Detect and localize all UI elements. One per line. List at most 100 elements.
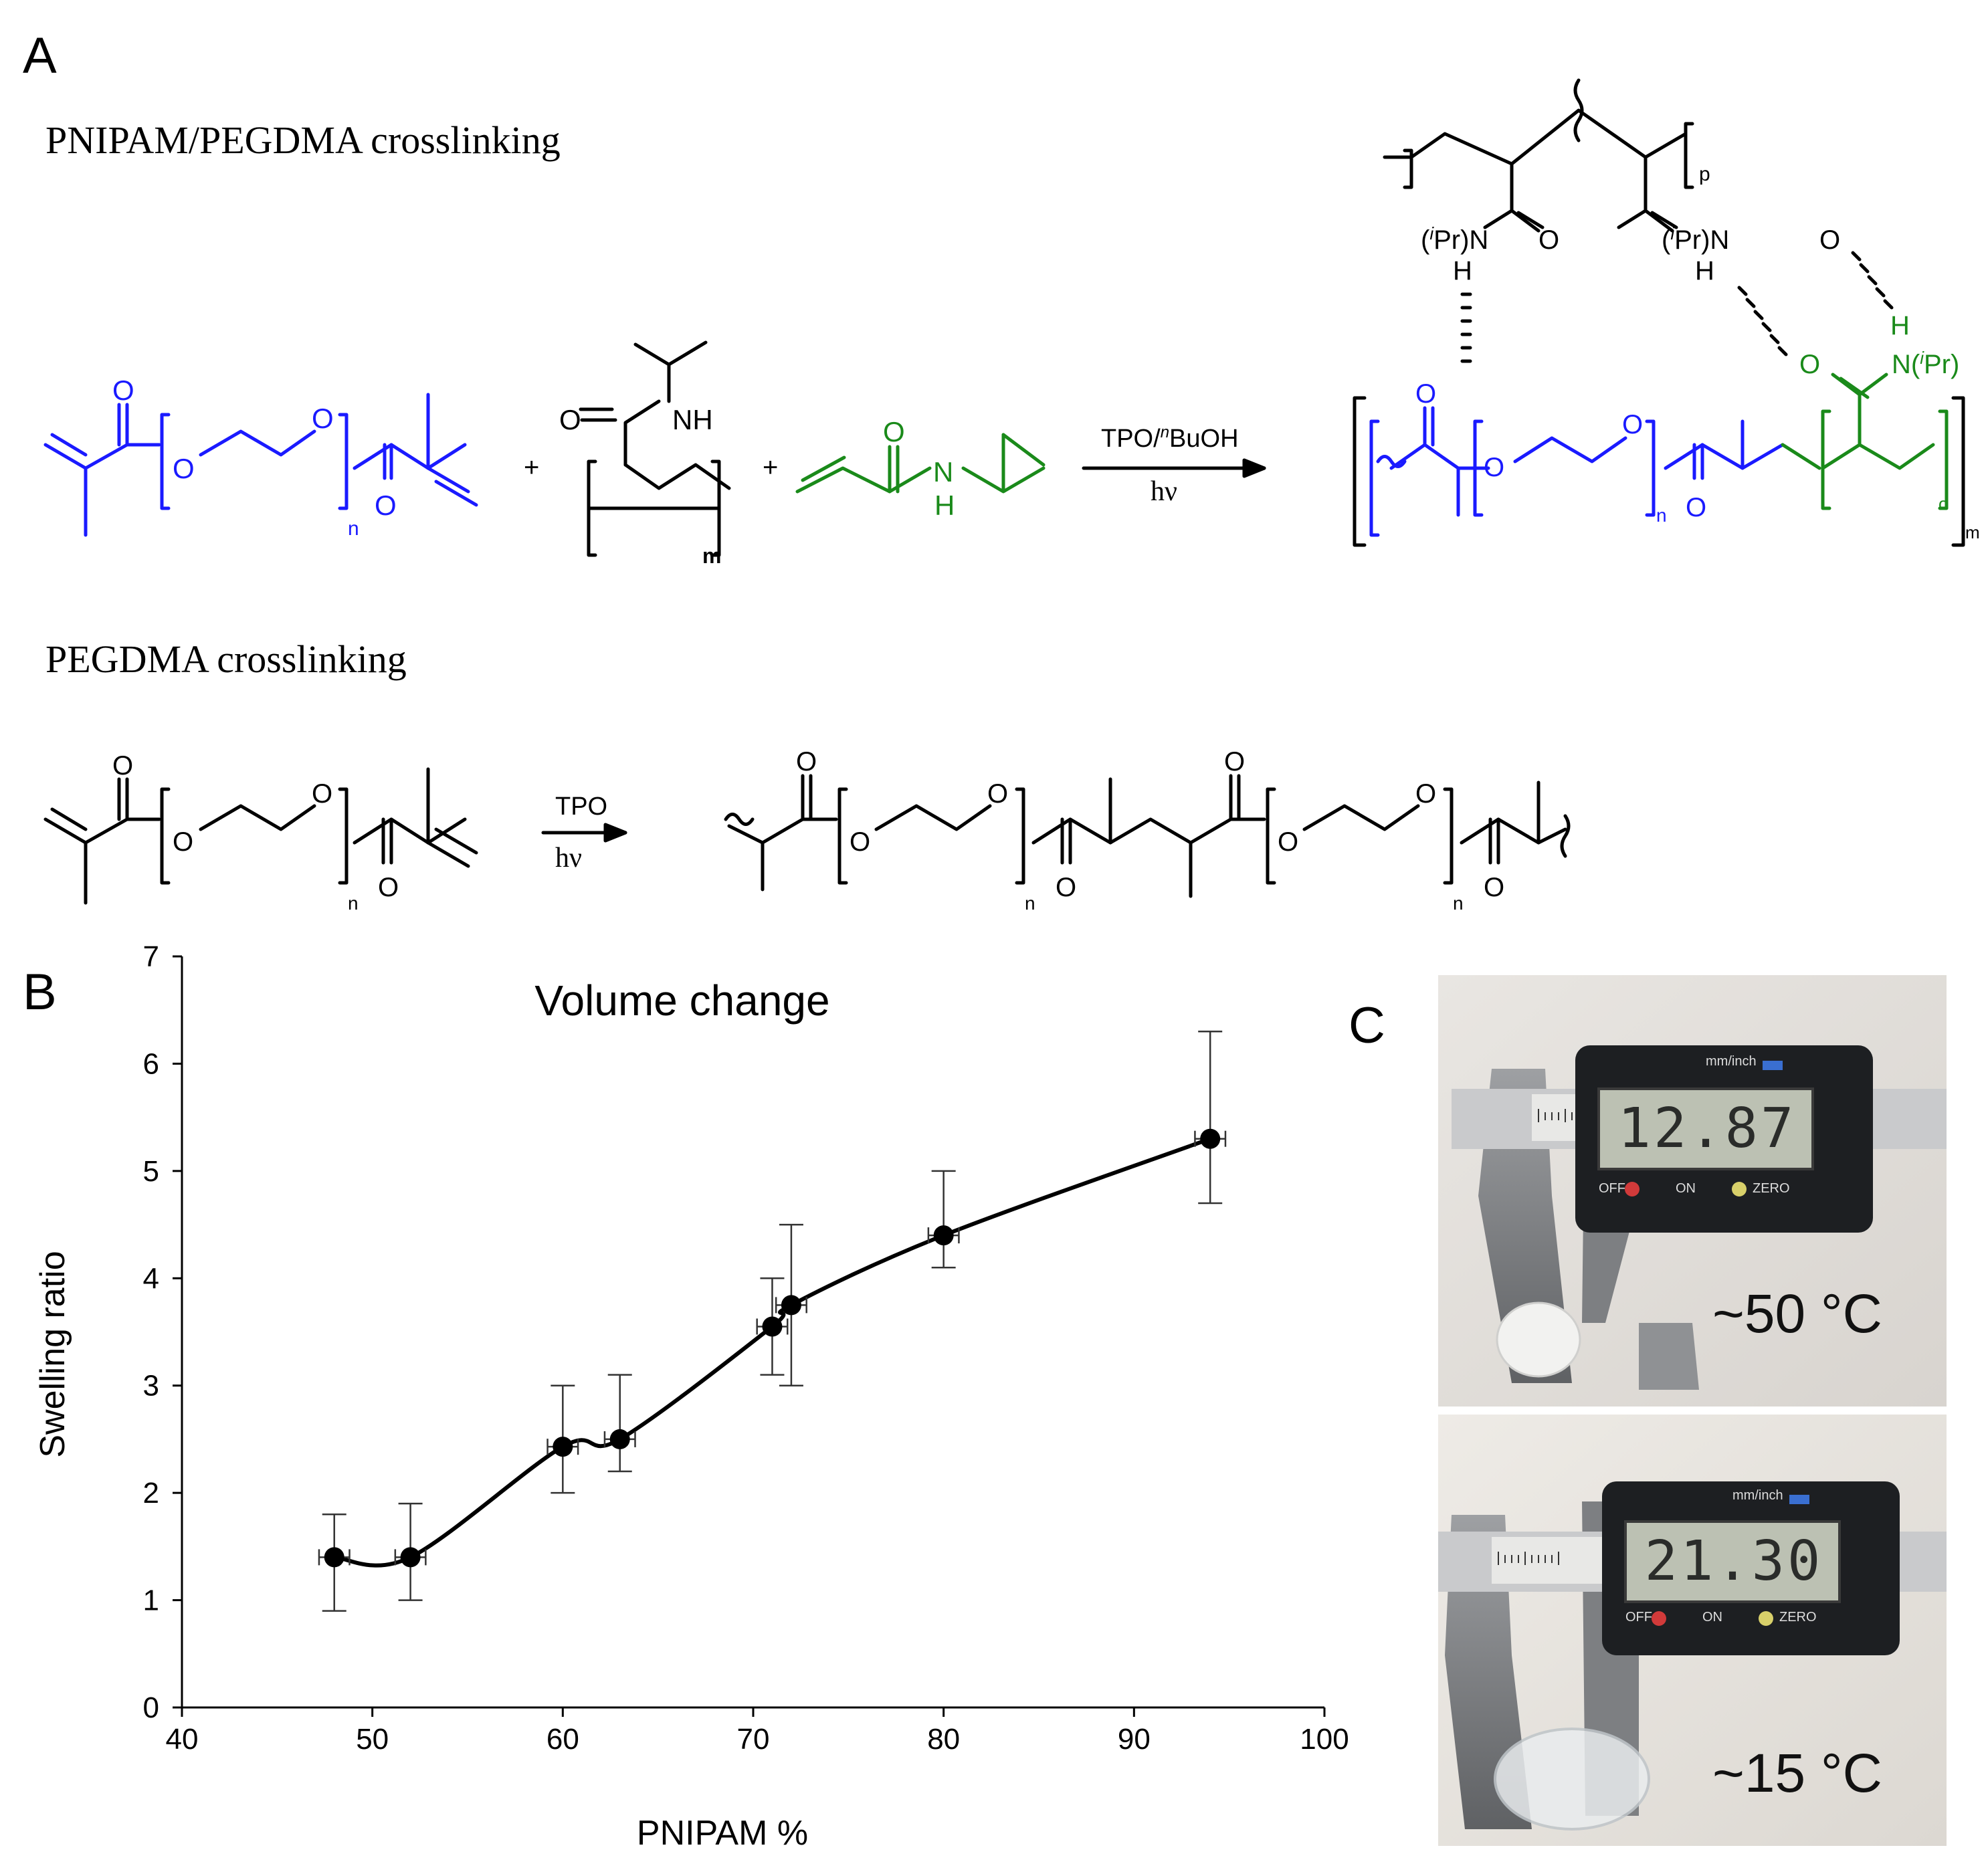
atom-o-pegdma-1: O bbox=[112, 751, 133, 780]
lcd-reading-hot: 12.87 bbox=[1617, 1097, 1797, 1160]
data-point bbox=[933, 1225, 954, 1246]
y-tick-label: 1 bbox=[143, 1584, 159, 1617]
atom-o-left: O bbox=[1538, 225, 1559, 255]
data-point bbox=[400, 1547, 421, 1568]
atom-nh-pnipam: NH bbox=[672, 404, 713, 435]
series-line bbox=[334, 1136, 1211, 1568]
label-ipr-n-right: (iPr)N bbox=[1662, 223, 1729, 255]
atom-o-product-carbonyl-2: O bbox=[1686, 493, 1706, 522]
atom-h-left: H bbox=[1453, 256, 1472, 286]
atom-h-product-nipam: H bbox=[1890, 311, 1910, 340]
subscript-p: p bbox=[1699, 163, 1710, 185]
caliper-illustration-cold bbox=[1438, 1415, 1947, 1846]
unit-label-cold: mm/inch bbox=[1732, 1488, 1783, 1503]
on-label-hot: ON bbox=[1676, 1181, 1696, 1196]
caliper-illustration bbox=[1438, 975, 1947, 1407]
label-n-ipr: N(iPr) bbox=[1892, 348, 1959, 379]
x-tick-label: 60 bbox=[546, 1723, 579, 1756]
hydrogen-bonds bbox=[1460, 251, 1894, 363]
subscript-m: m bbox=[702, 544, 721, 568]
y-axis-label: Swelling ratio bbox=[33, 1251, 72, 1457]
data-point bbox=[762, 1316, 783, 1337]
arrow-2-reagent: TPO bbox=[555, 793, 607, 821]
subscript-n-pegdma: n bbox=[348, 893, 359, 914]
subscript-o: o bbox=[1939, 494, 1948, 514]
atom-h-right: H bbox=[1695, 256, 1714, 286]
subscript-n-net-1: n bbox=[1025, 893, 1035, 914]
x-tick-label: 80 bbox=[927, 1723, 960, 1756]
atom-o-net-7: O bbox=[1415, 779, 1436, 809]
chart-curve-layer bbox=[334, 1136, 1211, 1568]
atom-o-pnipam: O bbox=[559, 404, 581, 435]
atom-o-pegdma-4: O bbox=[378, 873, 399, 902]
atom-o-nipam: O bbox=[883, 416, 905, 447]
atom-o-ether: O bbox=[312, 403, 334, 434]
subscript-n: n bbox=[348, 518, 359, 540]
data-point bbox=[324, 1547, 344, 1568]
product-pnipam-backbone bbox=[1383, 78, 1694, 233]
atom-o-net-8: O bbox=[1484, 873, 1504, 902]
product-peg-segment bbox=[1369, 406, 1785, 537]
atom-o-net-4: O bbox=[1056, 873, 1076, 902]
atom-o-net-5: O bbox=[1224, 747, 1245, 776]
atom-o-net-2: O bbox=[850, 827, 870, 857]
subscript-n-net-2: n bbox=[1453, 893, 1464, 914]
atom-n-nipam: N bbox=[933, 456, 953, 488]
label-ipr-n-left: (iPr)N bbox=[1421, 223, 1488, 255]
y-tick-label: 4 bbox=[143, 1262, 159, 1295]
reaction-scheme: O O O O n + O bbox=[43, 78, 1980, 914]
product-nipam-segment bbox=[1781, 373, 1949, 510]
pegdma-network-structure bbox=[724, 774, 1571, 898]
arrow-1-reagent: TPO/nBuOH bbox=[1101, 423, 1239, 453]
panel-label-a: A bbox=[23, 27, 57, 84]
unit-label-hot: mm/inch bbox=[1706, 1054, 1757, 1069]
pegdma-monomer-structure bbox=[43, 393, 478, 537]
plus-sign-2: + bbox=[763, 453, 778, 482]
y-tick-label: 2 bbox=[143, 1477, 159, 1509]
caliper-photo-hot: 12.87 mm/inch OFF ON ZERO ~50 °C bbox=[1438, 975, 1947, 1407]
y-tick-label: 5 bbox=[143, 1155, 159, 1188]
data-point bbox=[781, 1295, 801, 1316]
lcd-reading-cold: 21.30 bbox=[1644, 1530, 1823, 1593]
x-axis-label: PNIPAM % bbox=[637, 1814, 808, 1853]
temperature-label-cold: ~15 °C bbox=[1712, 1743, 1882, 1804]
pegdma-monomer-black bbox=[43, 767, 478, 905]
y-tick-label: 7 bbox=[143, 940, 159, 973]
atom-o-pegdma-2: O bbox=[173, 827, 193, 857]
scheme-title-pegdma: PEGDMA crosslinking bbox=[45, 637, 407, 681]
atom-o-ester: O bbox=[173, 453, 195, 484]
x-tick-label: 70 bbox=[737, 1723, 770, 1756]
caliper-photo-cold: 21.30 mm/inch OFF ON ZERO ~15 °C bbox=[1438, 1415, 1947, 1846]
off-label-hot: OFF bbox=[1599, 1181, 1625, 1196]
subscript-m-product: m bbox=[1965, 522, 1980, 542]
atom-o-net-6: O bbox=[1278, 827, 1298, 857]
chart-points bbox=[324, 1128, 1221, 1568]
data-point bbox=[553, 1437, 573, 1457]
zero-label-hot: ZERO bbox=[1753, 1181, 1790, 1196]
atom-o-product-ether: O bbox=[1622, 410, 1643, 439]
x-tick-label: 90 bbox=[1118, 1723, 1151, 1756]
atom-o-product-carbonyl: O bbox=[1415, 379, 1436, 409]
zero-label-cold: ZERO bbox=[1779, 1610, 1817, 1625]
atom-h-nipam: H bbox=[934, 490, 955, 521]
arrow-2-condition: hν bbox=[555, 843, 582, 873]
panel-label-c: C bbox=[1349, 997, 1385, 1054]
atom-o-product-nipam: O bbox=[1799, 350, 1820, 379]
panel-label-b: B bbox=[23, 964, 57, 1021]
data-point bbox=[609, 1429, 630, 1449]
arrow-1-condition: hν bbox=[1151, 476, 1177, 507]
scheme-title-pnipam-pegdma: PNIPAM/PEGDMA crosslinking bbox=[45, 118, 561, 162]
nipam-monomer-structure bbox=[795, 433, 1046, 494]
temperature-label-hot: ~50 °C bbox=[1712, 1283, 1882, 1344]
data-point bbox=[1200, 1128, 1221, 1149]
atom-o-carbonyl: O bbox=[112, 375, 134, 406]
atom-o-net-1: O bbox=[796, 747, 817, 776]
pnipam-polymer-structure bbox=[579, 340, 731, 557]
x-tick-label: 50 bbox=[356, 1723, 389, 1756]
on-label-cold: ON bbox=[1702, 1610, 1722, 1625]
atom-o-right: O bbox=[1819, 225, 1840, 255]
atom-o-pegdma-3: O bbox=[312, 779, 332, 809]
